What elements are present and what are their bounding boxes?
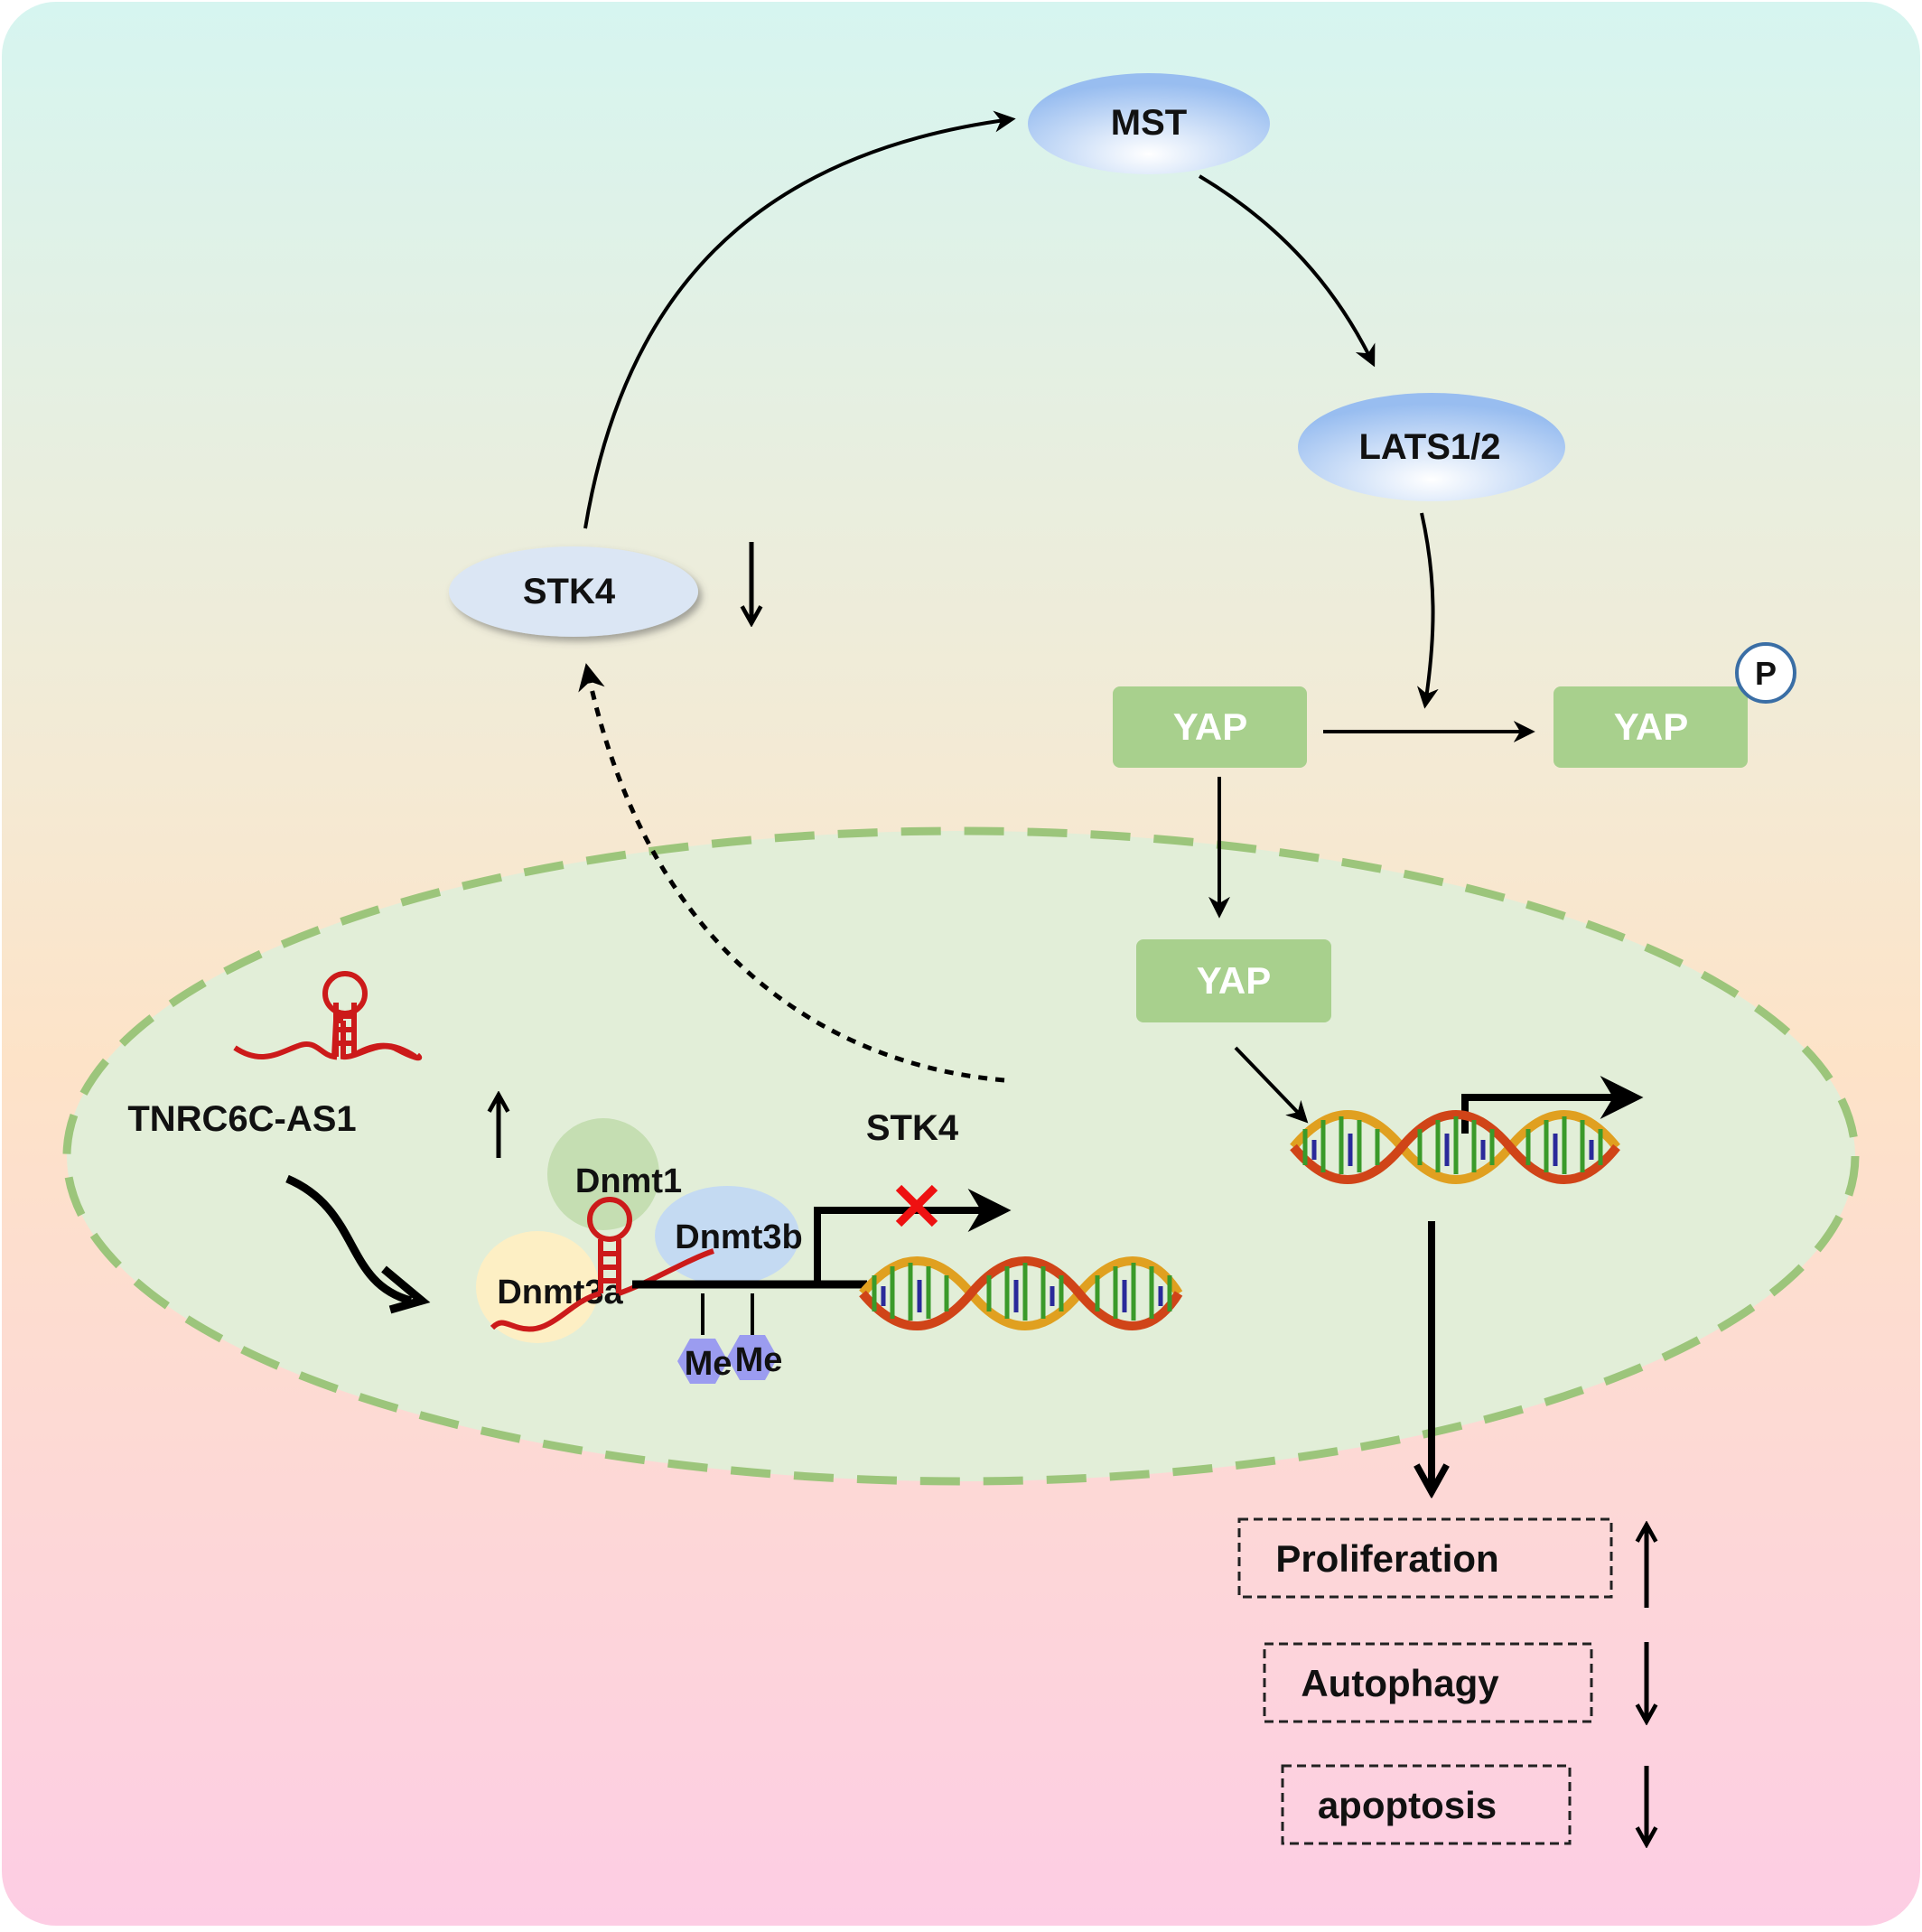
mst-label: MST	[1111, 103, 1187, 143]
dnmt3b-label: Dnmt3b	[675, 1218, 802, 1256]
transcription-start-arrow	[1461, 1076, 1644, 1134]
stk4-expression-dotted-arrow	[578, 663, 1005, 1083]
stk4-protein-label: STK4	[523, 572, 616, 611]
lncrna-to-dnmt-arrowhead	[381, 1265, 431, 1314]
phosphate-badge	[1735, 642, 1796, 704]
stk4-transcription-start	[814, 1189, 1012, 1284]
phosphate-label: P	[1755, 655, 1777, 692]
methyl-hexagon-1	[677, 1339, 728, 1384]
transcription-blocked-x	[895, 1184, 938, 1227]
stk4-protein-node: STK4	[449, 546, 698, 637]
yap-nucleus-label: YAP	[1197, 959, 1272, 1002]
outcome-box-proliferation	[1237, 1517, 1613, 1599]
lncrna-icon	[233, 971, 423, 1061]
lncrna-label: TNRC6C-AS1	[127, 1099, 356, 1139]
yap-to-dna-arrow	[1234, 1046, 1309, 1124]
lncrna-to-dnmt-arrow	[285, 1174, 413, 1305]
yap-phospho-label: YAP	[1614, 705, 1689, 748]
dnmt1-node	[547, 1118, 659, 1230]
dnmt3a-node	[476, 1231, 599, 1343]
yap-cytoplasm-node: YAP	[1113, 686, 1307, 768]
stk4-gene-dna	[859, 1256, 1183, 1330]
yap-nucleus-node: YAP	[1136, 939, 1331, 1022]
outcome-label-apoptosis: apoptosis	[1318, 1784, 1497, 1826]
methyl-label-2: Me	[735, 1341, 783, 1379]
mst-to-lats-arrow	[1198, 174, 1376, 368]
target-gene-dna	[1290, 1110, 1620, 1184]
outcome-box-apoptosis	[1281, 1764, 1572, 1845]
stk4-to-mst-arrow	[583, 110, 1016, 529]
outcome-label-autophagy: Autophagy	[1301, 1662, 1499, 1704]
methyl-hexagon-2	[727, 1335, 778, 1380]
outcome-box-autophagy	[1263, 1642, 1593, 1723]
methyl-label-1: Me	[685, 1345, 732, 1383]
lats-label: LATS1/2	[1358, 427, 1500, 467]
yap-phospho-node: YAP P	[1553, 642, 1796, 768]
yap-cytoplasm-label: YAP	[1173, 705, 1248, 748]
dnmt1-label: Dnmt1	[575, 1162, 682, 1200]
nucleus-membrane	[62, 826, 1860, 1486]
mst-node: MST	[1028, 73, 1270, 174]
lncrna-bound-icon	[490, 1197, 714, 1332]
outcome-label-proliferation: Proliferation	[1275, 1537, 1498, 1580]
lats-to-yap-arrow	[1416, 512, 1439, 709]
lats-node: LATS1/2	[1298, 393, 1565, 501]
stk4-gene-label: STK4	[866, 1108, 959, 1148]
